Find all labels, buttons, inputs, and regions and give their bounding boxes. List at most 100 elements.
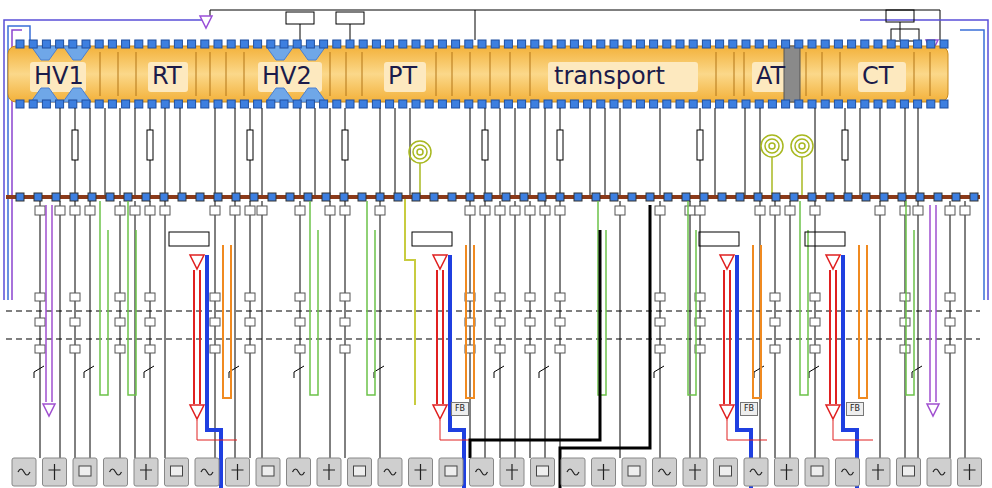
resistor-symbol bbox=[482, 130, 488, 160]
coil-square bbox=[927, 100, 935, 108]
coil-square bbox=[768, 100, 776, 108]
box-text: FB bbox=[455, 404, 465, 414]
coil-square bbox=[346, 40, 354, 48]
isolator-box bbox=[555, 206, 565, 215]
segment-divider bbox=[840, 52, 841, 96]
coil-square bbox=[623, 100, 631, 108]
coil-square bbox=[69, 100, 77, 108]
hv-loop bbox=[46, 205, 52, 402]
resistor-symbol bbox=[697, 130, 703, 160]
coil-lead bbox=[405, 197, 415, 405]
isolator-box bbox=[900, 206, 910, 215]
label-patch bbox=[148, 62, 188, 92]
isolator-box bbox=[145, 318, 155, 326]
isolator-box bbox=[85, 206, 95, 215]
isolator-box bbox=[770, 206, 780, 215]
instrument-box bbox=[592, 458, 616, 486]
wire bbox=[215, 108, 216, 197]
coil-square bbox=[821, 40, 829, 48]
bus-terminal bbox=[538, 193, 546, 201]
wire bbox=[60, 108, 61, 197]
isolator-box bbox=[615, 206, 625, 215]
instrument-box bbox=[134, 458, 158, 486]
isolator-box bbox=[340, 318, 350, 326]
coil-square bbox=[702, 40, 710, 48]
coil-square bbox=[122, 100, 130, 108]
coil-square bbox=[623, 40, 631, 48]
label-patch bbox=[858, 62, 906, 92]
rc-circuit bbox=[891, 29, 919, 41]
coil-square bbox=[465, 40, 473, 48]
coil-square bbox=[161, 40, 169, 48]
feedback-loop bbox=[753, 245, 761, 398]
switch-symbol bbox=[494, 366, 504, 378]
coil-square bbox=[452, 40, 460, 48]
segment-divider bbox=[136, 52, 137, 96]
bus-terminal bbox=[844, 193, 852, 201]
coil-square bbox=[108, 100, 116, 108]
coil-spiral bbox=[799, 143, 805, 149]
coil-square bbox=[425, 40, 433, 48]
bus-terminal bbox=[700, 193, 708, 201]
coil-square bbox=[636, 40, 644, 48]
bus-terminal bbox=[340, 193, 348, 201]
switch-symbol bbox=[84, 366, 94, 378]
wire bbox=[918, 108, 919, 197]
isolator-box bbox=[340, 293, 350, 301]
segment-divider bbox=[244, 52, 245, 96]
ground-wire bbox=[960, 30, 984, 300]
isolator-box bbox=[245, 293, 255, 301]
instrument-box bbox=[653, 458, 677, 486]
isolator-box bbox=[295, 293, 305, 301]
hv-loop bbox=[930, 205, 936, 402]
coil-square bbox=[597, 100, 605, 108]
isolator-box bbox=[210, 318, 220, 326]
wire bbox=[690, 201, 691, 458]
coil-square bbox=[848, 40, 856, 48]
coil-square bbox=[148, 40, 156, 48]
bus-terminal bbox=[808, 193, 816, 201]
isolator-box bbox=[115, 345, 125, 353]
module-icon bbox=[445, 466, 457, 476]
coil-square bbox=[663, 100, 671, 108]
coil-square bbox=[174, 40, 182, 48]
hv-cable bbox=[830, 270, 836, 404]
isolator-box bbox=[655, 345, 665, 353]
isolator-box bbox=[525, 206, 535, 215]
wire bbox=[918, 201, 919, 458]
segment-divider bbox=[510, 52, 511, 96]
coil-square bbox=[240, 40, 248, 48]
isolator-box bbox=[685, 206, 695, 215]
wire bbox=[660, 108, 661, 197]
coil-square bbox=[227, 40, 235, 48]
bus-terminal bbox=[88, 193, 96, 201]
instrument-box bbox=[531, 458, 555, 486]
coil-square bbox=[927, 40, 935, 48]
hv-cable bbox=[437, 270, 443, 404]
wire bbox=[660, 201, 661, 458]
hv-cable bbox=[194, 270, 200, 404]
isolator-box bbox=[900, 318, 910, 326]
wire bbox=[965, 201, 966, 458]
isolator-box bbox=[145, 206, 155, 215]
instrument-box bbox=[409, 458, 433, 486]
resistor-symbol bbox=[247, 130, 253, 160]
coil-square bbox=[122, 40, 130, 48]
coil-lead bbox=[419, 163, 421, 197]
wire bbox=[315, 108, 316, 197]
instrument-box bbox=[287, 458, 311, 486]
coil-square bbox=[610, 40, 618, 48]
coil-square bbox=[768, 40, 776, 48]
wire bbox=[500, 201, 501, 458]
isolator-box bbox=[810, 345, 820, 353]
coil-square bbox=[755, 40, 763, 48]
rc-circuit bbox=[886, 10, 914, 22]
coil-spiral bbox=[795, 139, 809, 153]
coil-spiral bbox=[417, 149, 423, 155]
coil-square bbox=[346, 100, 354, 108]
isolator-box bbox=[525, 318, 535, 326]
coil-square bbox=[834, 40, 842, 48]
wire bbox=[380, 108, 381, 197]
instrument-box bbox=[836, 458, 860, 486]
module-icon bbox=[628, 466, 640, 476]
